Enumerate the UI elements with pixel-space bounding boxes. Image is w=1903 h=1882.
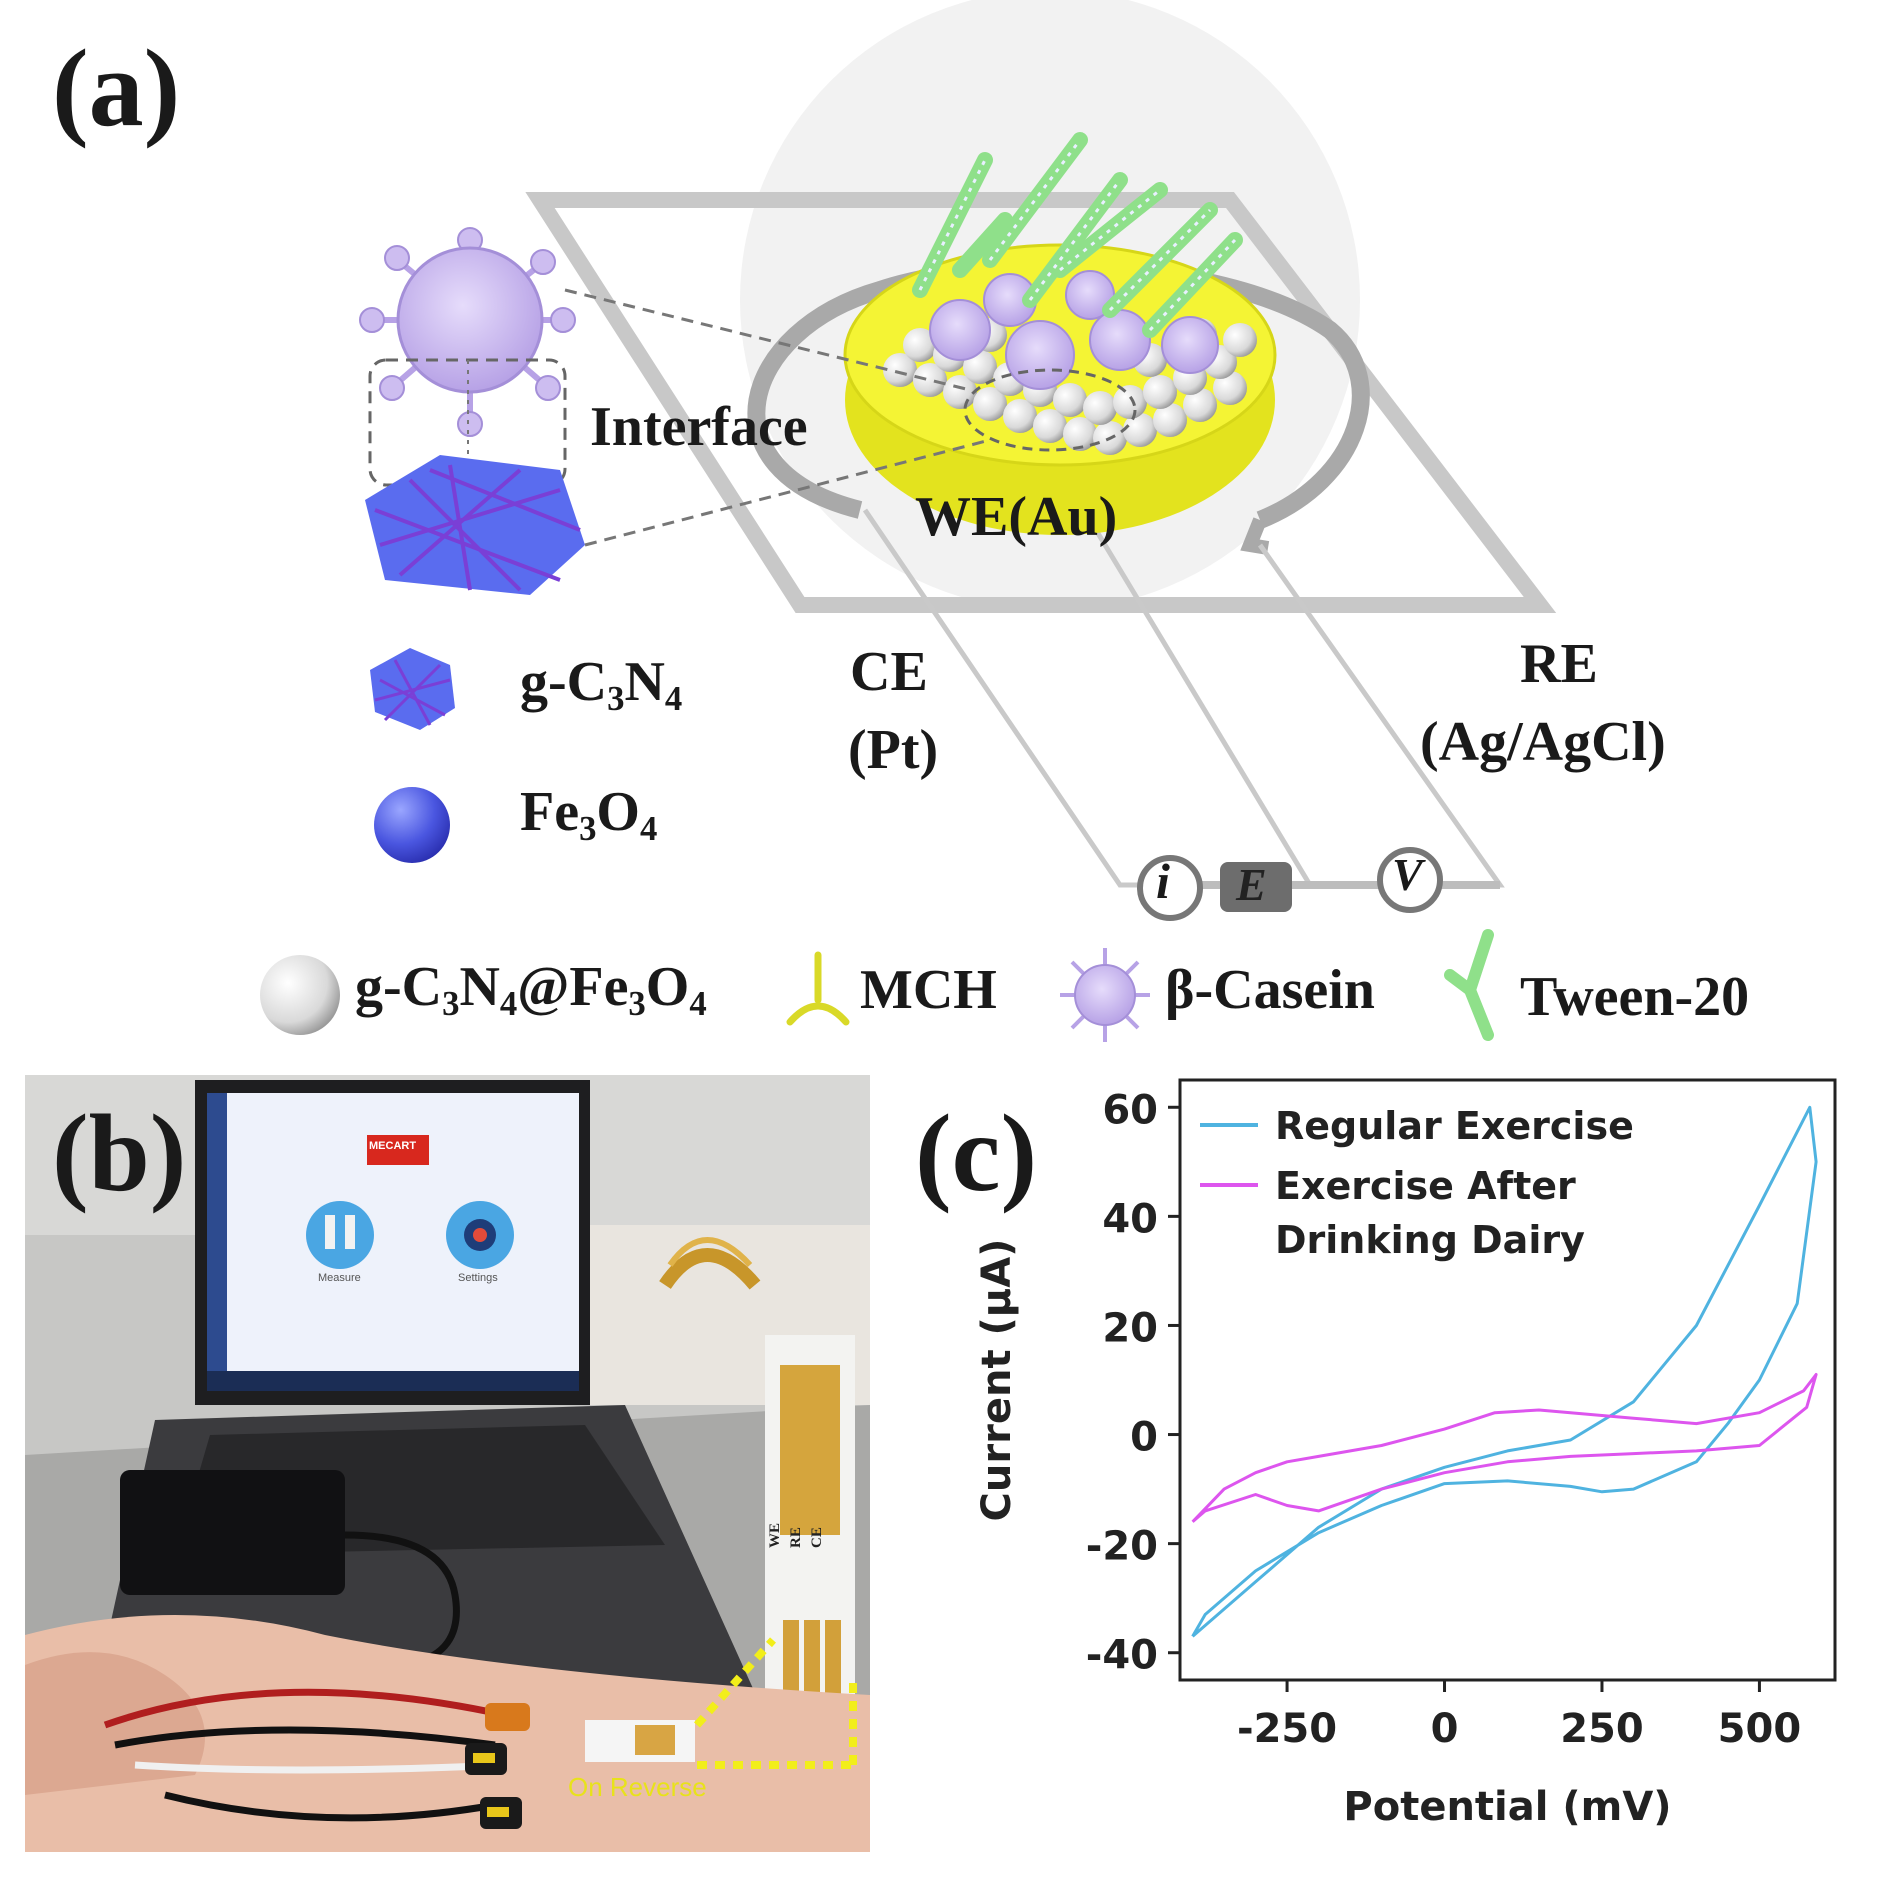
mch-icon bbox=[786, 951, 850, 1026]
legend-tween-label: Tween-20 bbox=[1520, 966, 1750, 1028]
callout-lines bbox=[694, 1637, 776, 1728]
gcn-icon bbox=[370, 648, 455, 730]
panel-c-letter: (c) bbox=[915, 1092, 1038, 1214]
y-tick-label: 60 bbox=[1102, 1087, 1158, 1133]
nanosheet-large-icon bbox=[365, 455, 585, 595]
measure-app-icon bbox=[306, 1201, 374, 1269]
strip-ce-label: CE bbox=[809, 1527, 825, 1548]
fe3o4-icon bbox=[374, 787, 450, 863]
legend-mch-label: MCH bbox=[860, 959, 997, 1021]
app-item-measure: Measure bbox=[318, 1272, 361, 1284]
x-tick-label: 500 bbox=[1718, 1706, 1802, 1752]
device-photo bbox=[25, 1075, 870, 1852]
we-label: WE(Au) bbox=[915, 486, 1118, 548]
casein-small-icon bbox=[1060, 948, 1150, 1042]
panel-a-letter: (a) bbox=[52, 27, 181, 149]
x-tick-label: -250 bbox=[1237, 1706, 1337, 1752]
meter-v-label: V bbox=[1392, 849, 1423, 900]
meter-i-label: i bbox=[1156, 853, 1170, 909]
voltage-meter bbox=[1377, 847, 1443, 913]
zoom-line-top bbox=[564, 288, 971, 392]
y-tick-label: 0 bbox=[1130, 1415, 1158, 1461]
zoom-line-bottom bbox=[584, 438, 991, 547]
legend-casein-label: β-Casein bbox=[1165, 959, 1375, 1021]
y-axis-label: Current (μA) bbox=[974, 1239, 1020, 1522]
series-line-2 bbox=[1191, 1373, 1818, 1523]
strip-we-label: WE bbox=[767, 1522, 783, 1548]
forearm bbox=[25, 1615, 870, 1852]
electrode-frame bbox=[525, 192, 1557, 613]
potential-source bbox=[1220, 862, 1292, 912]
app-logo-text: MECART bbox=[369, 1140, 417, 1152]
fe3o4-label: Fe3O4 bbox=[520, 781, 658, 848]
we-lead bbox=[1087, 518, 1313, 887]
re-lead bbox=[1240, 517, 1270, 555]
y-tick-label: -20 bbox=[1086, 1524, 1158, 1570]
meter-e-label: E bbox=[1236, 859, 1267, 910]
zoom-region bbox=[963, 368, 1137, 452]
x-axis-label: Potential (mV) bbox=[1343, 1784, 1671, 1830]
y-tick-label: -40 bbox=[1086, 1633, 1158, 1679]
ce-label: CE bbox=[850, 641, 928, 703]
interface-label: Interface bbox=[590, 396, 808, 458]
ce-material-label: (Pt) bbox=[848, 719, 939, 781]
legend-label-1: Regular Exercise bbox=[1275, 1104, 1634, 1148]
power-adapter bbox=[120, 1470, 345, 1595]
tween-icon bbox=[1444, 929, 1494, 1041]
strip-re-label: RE bbox=[788, 1527, 804, 1548]
series-line-1 bbox=[1191, 1105, 1818, 1638]
re-label: RE bbox=[1520, 633, 1598, 695]
sensor-schematic bbox=[260, 0, 1557, 1042]
current-meter bbox=[1137, 855, 1203, 921]
x-tick-label: 0 bbox=[1431, 1706, 1459, 1752]
re-material-label: (Ag/AgCl) bbox=[1420, 711, 1666, 773]
legend-composite-label: g-C3N4@Fe3O4 bbox=[355, 956, 707, 1023]
gcn-label: g-C3N4 bbox=[520, 651, 683, 718]
plot-frame bbox=[1178, 1078, 1837, 1682]
y-tick-label: 40 bbox=[1102, 1196, 1158, 1242]
app-item-settings: Settings bbox=[458, 1272, 498, 1284]
y-tick-label: 20 bbox=[1102, 1305, 1158, 1351]
x-tick-label: 250 bbox=[1560, 1706, 1644, 1752]
casein-large-icon bbox=[359, 227, 576, 437]
composite-sphere-icon bbox=[260, 955, 340, 1035]
on-reverse-label: On Reverse bbox=[568, 1772, 707, 1802]
panel-b-letter: (b) bbox=[52, 1092, 187, 1214]
